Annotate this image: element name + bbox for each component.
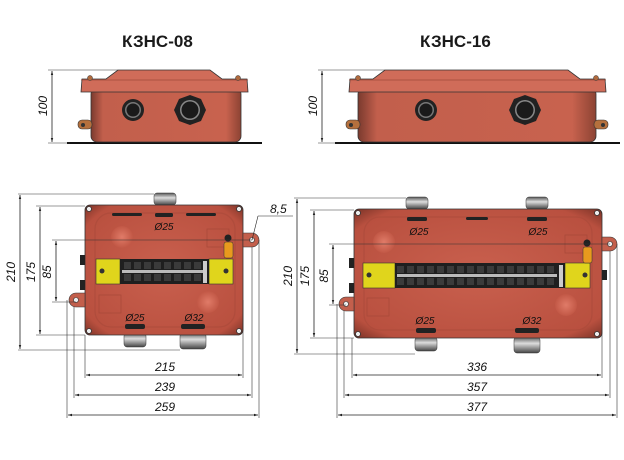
- gland-label-bottom-16-1: Ø25: [415, 316, 435, 327]
- outer-height-label-08: 210: [4, 262, 18, 283]
- rail-spacing-label-08: 85: [40, 265, 54, 279]
- gland-label-top-16-2: Ø25: [528, 227, 548, 238]
- width-label-16-2: 357: [467, 380, 488, 394]
- top-view-kzns-16: Ø25 Ø25 Ø25 Ø32: [281, 196, 618, 418]
- rail-spacing-label-16: 85: [317, 269, 331, 283]
- side-view-kzns-08: 100: [36, 69, 262, 144]
- top-view-kzns-08: Ø25 Ø25 Ø32: [4, 192, 293, 418]
- outer-height-label-16: 210: [281, 266, 295, 287]
- gland-label-bottom-08-2: Ø32: [184, 313, 204, 324]
- gland-label-top-16-1: Ø25: [409, 227, 429, 238]
- side-view-kzns-16: 100: [306, 69, 620, 144]
- side-height-label-08: 100: [36, 96, 50, 116]
- terminal-blocks-16: [397, 266, 554, 285]
- side-height-label-16: 100: [306, 96, 320, 116]
- gland-label-bottom-16-2: Ø32: [522, 316, 542, 327]
- body-height-label-08: 175: [24, 262, 38, 282]
- width-label-16-3: 377: [467, 400, 488, 414]
- terminal-blocks-08: [124, 262, 201, 281]
- gland-label-bottom-08-1: Ø25: [125, 313, 145, 324]
- width-label-08-2: 239: [154, 380, 175, 394]
- mount-hole-label: 8,5: [270, 202, 287, 216]
- width-label-16-1: 336: [467, 360, 487, 374]
- model-title-kzns-16: КЗНС-16: [420, 32, 491, 51]
- width-label-08-3: 259: [154, 400, 175, 414]
- width-label-08-1: 215: [154, 360, 175, 374]
- gland-label-top-08: Ø25: [154, 222, 174, 233]
- body-height-label-16: 175: [298, 266, 312, 286]
- model-title-kzns-08: КЗНС-08: [122, 32, 193, 51]
